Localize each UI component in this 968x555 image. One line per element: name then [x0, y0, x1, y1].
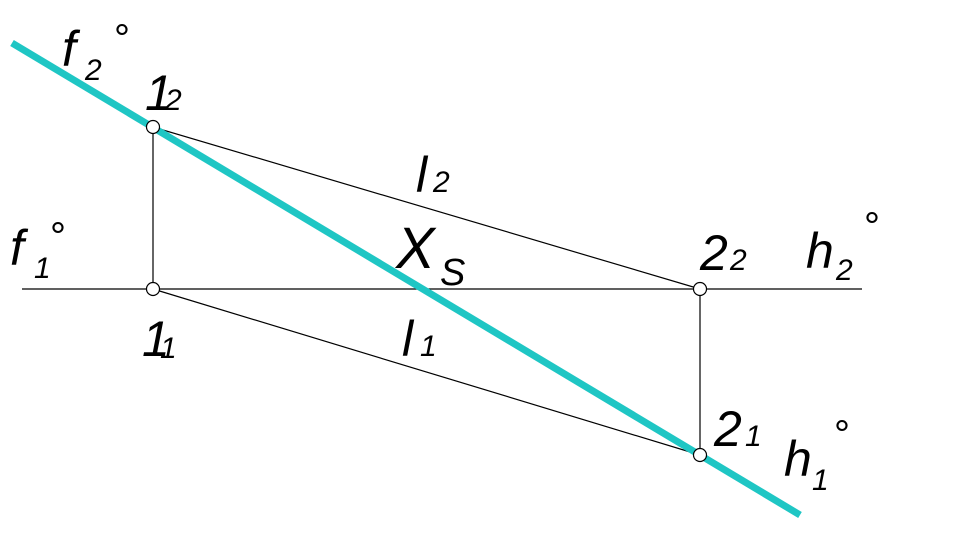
label-f1: f	[10, 220, 29, 276]
line-l1	[152, 288, 701, 456]
point-1-1	[145, 281, 161, 297]
label-l1: l	[402, 311, 415, 367]
point-2-1	[692, 447, 708, 463]
label-h2-sub: 2	[835, 254, 853, 287]
label-h1-sub: 1	[812, 464, 829, 497]
label-f2-sub: 2	[84, 54, 102, 87]
label-point-1-1: 1	[142, 311, 170, 367]
label-point-2-1-sub: 1	[745, 420, 762, 453]
label-point-1-2: 1	[145, 65, 173, 121]
label-f2: f	[62, 21, 81, 77]
label-f2-deg: °	[114, 17, 130, 61]
label-h2: h	[806, 223, 834, 279]
line-l2	[152, 126, 701, 290]
label-xs: X	[394, 216, 437, 281]
label-point-2-2-sub: 2	[729, 244, 747, 277]
label-point-1-2-sub: 2	[164, 84, 182, 117]
plane-trace-line	[10, 39, 802, 519]
label-point-2-2: 2	[699, 225, 728, 281]
label-point-1-1-sub: 1	[160, 332, 177, 365]
label-f1-sub: 1	[34, 252, 51, 285]
label-l2: l	[416, 147, 429, 203]
label-point-2-1: 2	[713, 401, 742, 457]
label-f1-deg: °	[50, 215, 66, 259]
point-2-2	[692, 281, 708, 297]
label-l2-sub: 2	[432, 166, 450, 199]
label-xs-sub: S	[440, 252, 465, 294]
label-h2-deg: °	[864, 205, 880, 249]
point-1-2	[145, 119, 161, 135]
label-h1: h	[784, 431, 812, 487]
label-h1-deg: °	[834, 413, 850, 457]
label-l1-sub: 1	[420, 330, 437, 363]
